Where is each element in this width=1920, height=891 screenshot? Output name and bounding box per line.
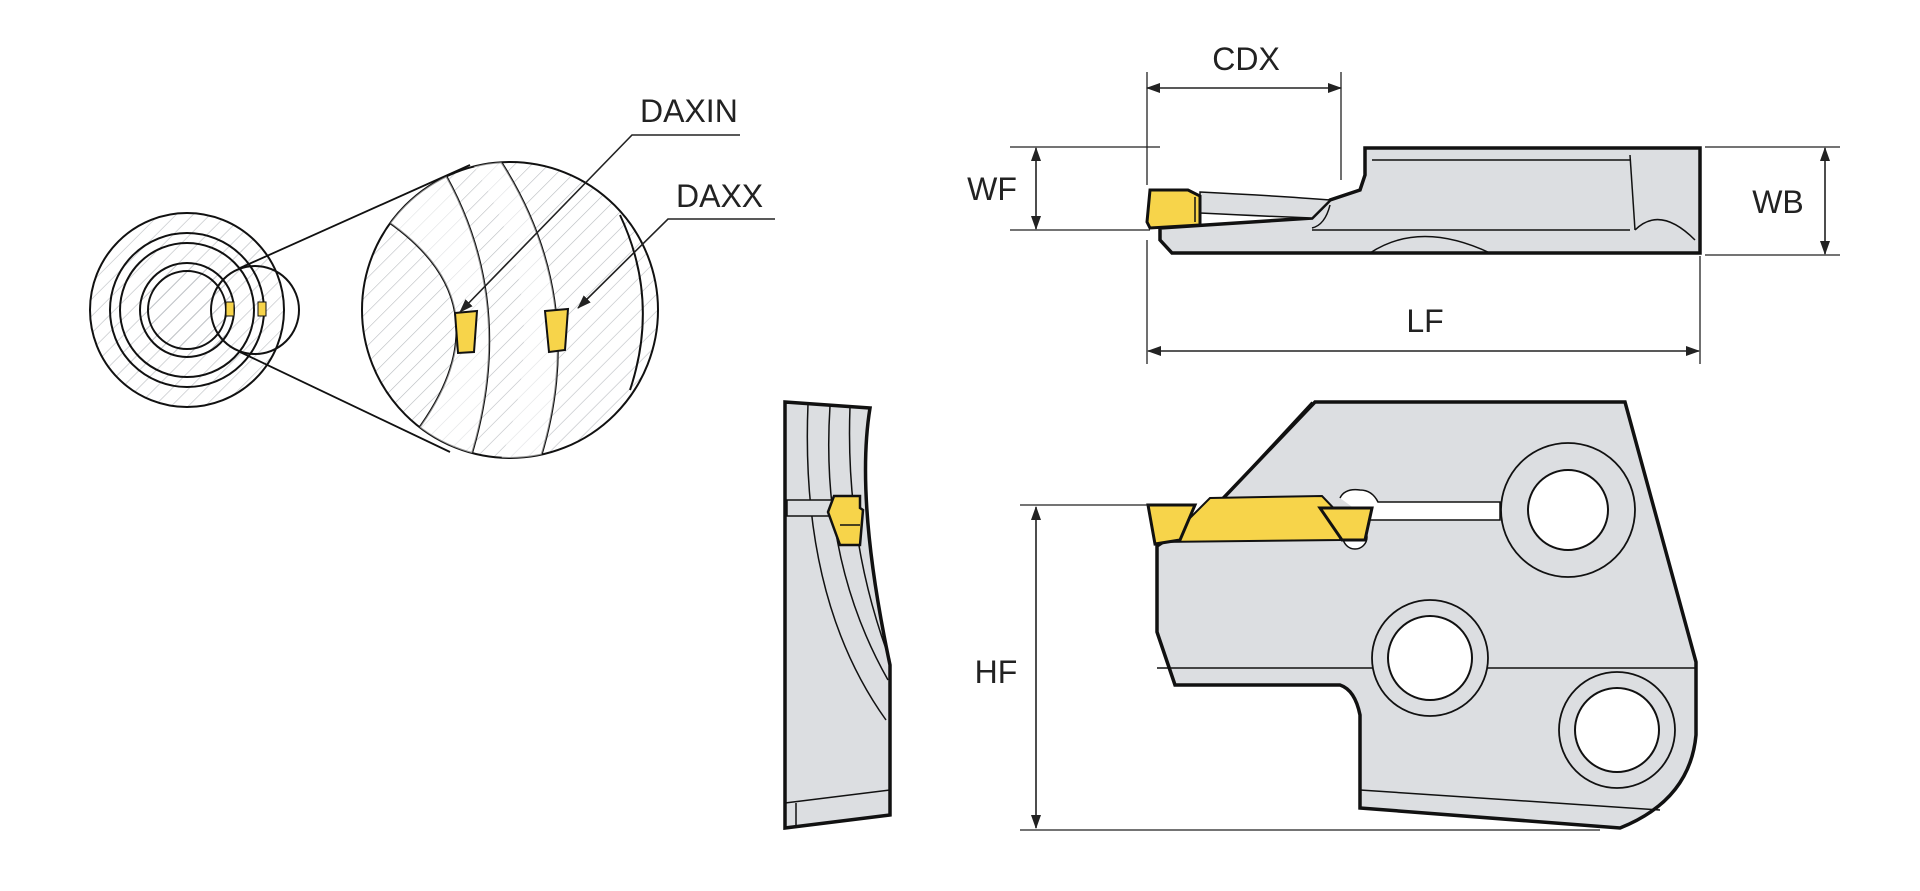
- mounting-hole-3: [1558, 671, 1676, 789]
- wf-label: WF: [967, 171, 1017, 207]
- small-workpiece-circle: [89, 212, 300, 408]
- cdx-label: CDX: [1212, 41, 1280, 77]
- workpiece-face-view: DAXIN DAXX: [89, 93, 775, 459]
- side-edge-view: [783, 400, 892, 830]
- top-view: CDX WF WB LF: [967, 41, 1840, 364]
- front-view: HF: [975, 400, 1698, 831]
- detail-tangent-bottom: [239, 351, 451, 453]
- clamp-slot: [1339, 488, 1501, 521]
- daxx-label: DAXX: [676, 178, 763, 214]
- mounting-hole-2: [1371, 599, 1489, 717]
- mounting-hole-1: [1500, 442, 1636, 578]
- daxin-label: DAXIN: [640, 93, 738, 129]
- small-insert-outer: [257, 301, 267, 317]
- daxx-leader: [577, 218, 775, 309]
- top-view-blade: [1199, 191, 1332, 219]
- wb-label: WB: [1752, 184, 1804, 220]
- enlarged-detail-circle: [361, 161, 659, 459]
- lf-label: LF: [1406, 303, 1443, 339]
- hf-label: HF: [975, 654, 1018, 690]
- detail-circle-marker: [210, 265, 300, 355]
- detail-insert-daxin: [453, 309, 479, 355]
- detail-tangent-top: [239, 164, 471, 269]
- top-view-insert: [1145, 188, 1202, 230]
- daxin-leader: [459, 134, 740, 313]
- side-view-insert: [826, 494, 865, 547]
- front-view-insert-left: [1146, 503, 1198, 546]
- detail-insert-daxx: [543, 307, 570, 354]
- front-view-insert-right: [1317, 506, 1374, 542]
- small-insert-inner: [225, 301, 235, 317]
